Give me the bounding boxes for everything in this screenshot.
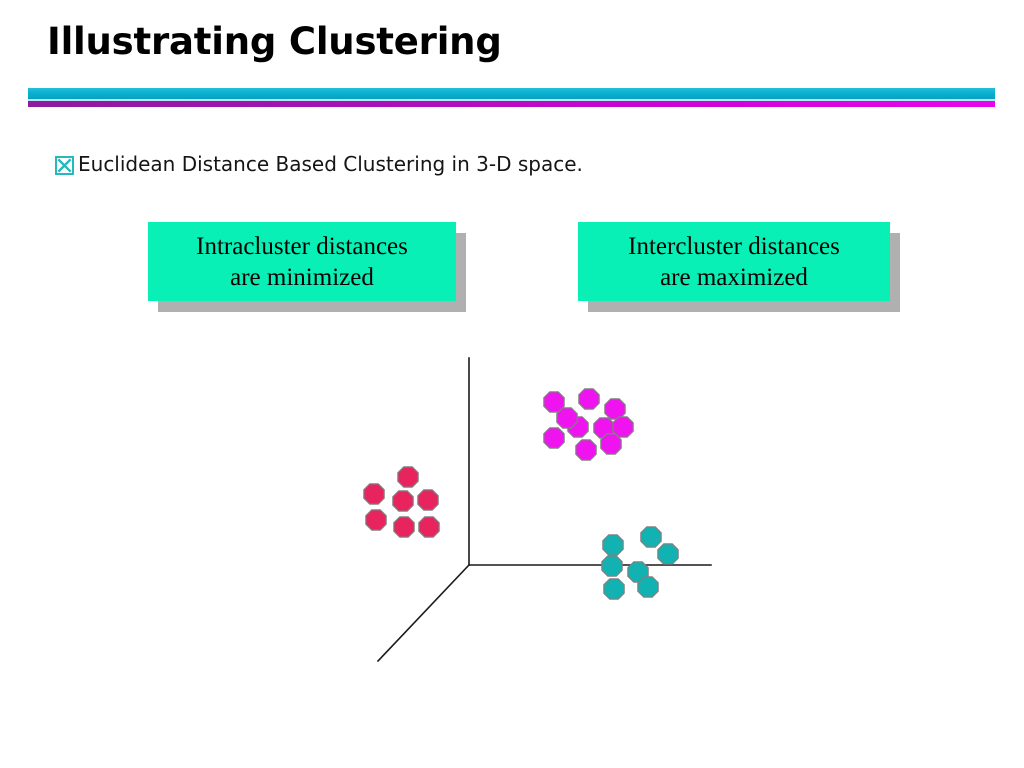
- divider-cyan-bar: [28, 88, 995, 99]
- data-point: [418, 516, 440, 538]
- data-point: [640, 526, 662, 548]
- data-point: [601, 555, 623, 577]
- data-point: [392, 490, 414, 512]
- page-title: Illustrating Clustering: [47, 20, 502, 63]
- data-point: [363, 483, 385, 505]
- data-point: [417, 489, 439, 511]
- data-point: [593, 417, 615, 439]
- title-divider: [28, 86, 995, 108]
- data-point: [567, 416, 589, 438]
- data-point: [637, 576, 659, 598]
- callout-line-1: Intercluster distances: [628, 232, 840, 260]
- callout-line-2: are maximized: [660, 263, 808, 291]
- callout-line-2: are minimized: [230, 263, 374, 291]
- data-point: [397, 466, 419, 488]
- data-point: [556, 407, 578, 429]
- data-point: [657, 543, 679, 565]
- boxed-x-icon: [55, 155, 74, 175]
- crimson-cluster: [363, 466, 440, 538]
- data-point: [543, 427, 565, 449]
- callout-text: Intracluster distances are minimized: [188, 231, 416, 293]
- data-point: [578, 388, 600, 410]
- bullet-item-label: Euclidean Distance Based Clustering in 3…: [78, 152, 583, 176]
- bullet-list-item: Euclidean Distance Based Clustering in 3…: [55, 152, 583, 176]
- data-point: [365, 509, 387, 531]
- divider-cyan-highlight: [28, 99, 995, 101]
- callout-intercluster: Intercluster distances are maximized: [578, 222, 900, 312]
- callout-text: Intercluster distances are maximized: [620, 231, 848, 293]
- data-point: [612, 416, 634, 438]
- axis-depth: [376, 563, 471, 663]
- divider-magenta-bar: [28, 101, 995, 107]
- data-point: [627, 561, 649, 583]
- data-point: [393, 516, 415, 538]
- callout-face: Intercluster distances are maximized: [578, 222, 890, 301]
- teal-cluster: [601, 526, 679, 600]
- magenta-cluster: [543, 388, 634, 461]
- data-point: [604, 398, 626, 420]
- callout-line-1: Intracluster distances: [196, 232, 408, 260]
- data-point: [575, 439, 597, 461]
- data-points: [363, 388, 679, 600]
- data-point: [600, 433, 622, 455]
- data-point: [603, 578, 625, 600]
- callout-intracluster: Intracluster distances are minimized: [148, 222, 466, 312]
- data-point: [543, 391, 565, 413]
- axes-3d: [376, 357, 712, 663]
- callout-face: Intracluster distances are minimized: [148, 222, 456, 301]
- data-point: [602, 534, 624, 556]
